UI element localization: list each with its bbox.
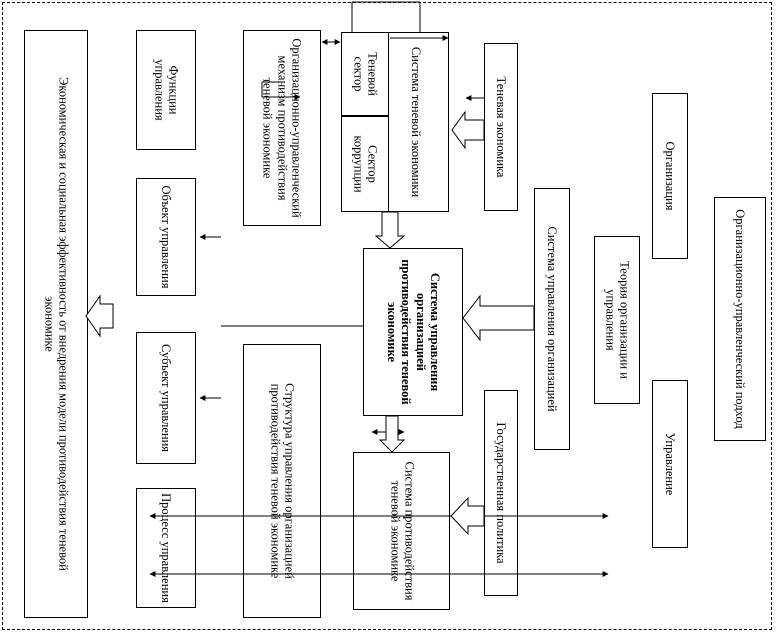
block-arrow-shadow-economy [451,110,485,150]
box-org-control-system: Система управления организацией [534,188,570,450]
box-management: Управление [652,380,688,548]
box-corruption-sector: Сектор коррупции [341,116,389,212]
box-subject: Субъект управления [136,332,196,464]
box-approach: Организационно-управленческий подход [714,197,766,441]
box-state-policy: Государственная политика [484,390,518,596]
block-arrow-control-counter [378,415,406,453]
box-object: Объект управления [136,178,196,296]
box-control-system: Система управления организацией противод… [363,248,463,416]
box-theory: Теория организации и управления [594,236,640,404]
block-arrow-effectiveness [85,294,114,338]
block-arrow-org-control [462,294,535,342]
box-functions: Функции управления [136,30,196,150]
box-process: Процесс управления [136,488,196,608]
box-org-mechanism: Организационно-управленческий механизм п… [243,30,321,226]
box-counter-system: Система противодействия теневой экономик… [353,452,450,610]
block-arrow-shadow-control [374,211,406,249]
block-arrow-state-policy [450,496,485,536]
box-effectiveness: Экономическая и социальная эффективность… [24,30,88,618]
box-shadow-sector: Теневой сектор [341,32,389,116]
box-organization: Организация [652,93,688,259]
